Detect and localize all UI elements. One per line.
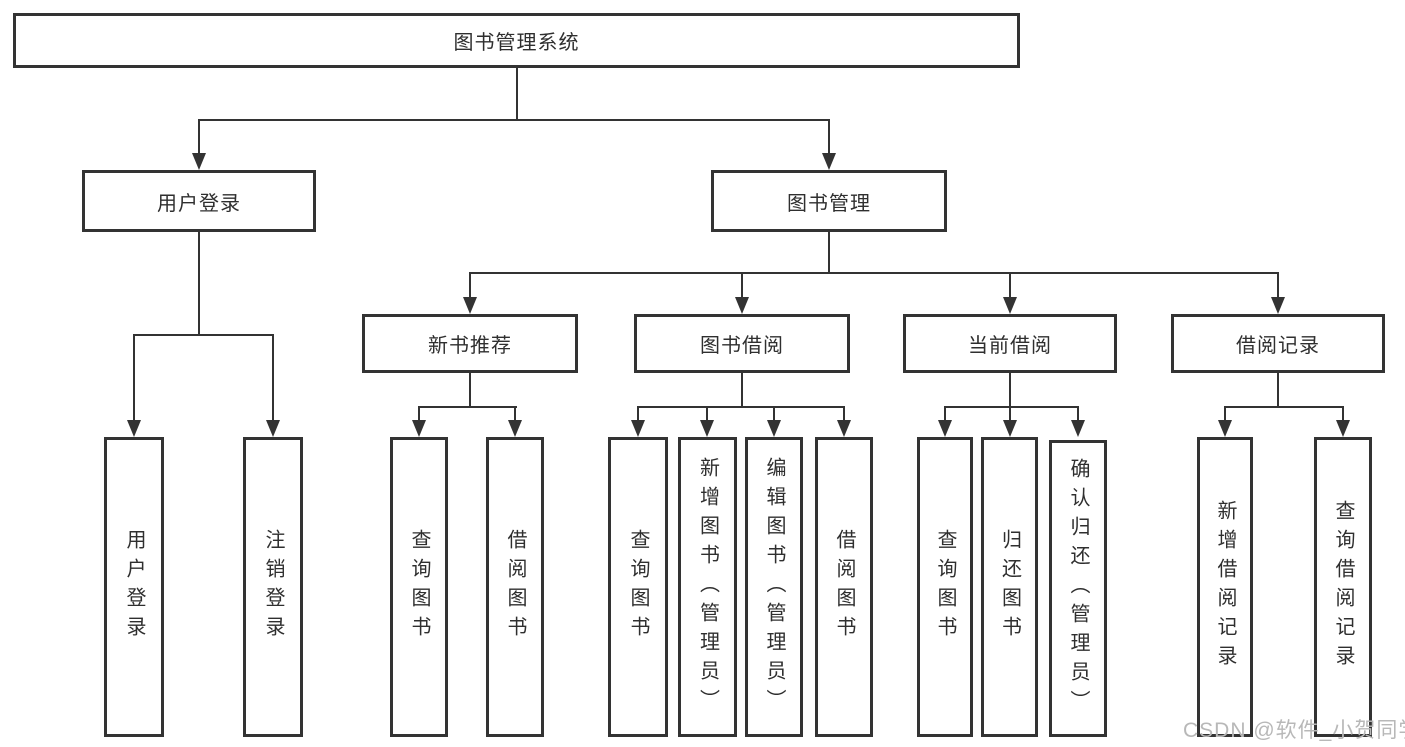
arrow-down-icon: [412, 420, 426, 437]
arrow-down-icon: [837, 420, 851, 437]
leaf-add-book-admin: 新增图书（管理员）: [678, 437, 737, 737]
connector-drop-leaf: [514, 406, 516, 422]
arrow-down-icon: [1071, 420, 1085, 437]
arrow-down-icon: [463, 297, 477, 314]
connector-user-login-stem: [198, 232, 200, 336]
leaf-query-book-current: 查询图书: [917, 437, 973, 737]
connector-drop-leaf: [773, 406, 775, 422]
connector-drop-leaf: [418, 406, 420, 422]
connector-current-borrow-stem: [1009, 373, 1011, 408]
arrow-down-icon: [1336, 420, 1350, 437]
connector-book-management-crossbar: [469, 272, 1279, 274]
connector-book-borrow-stem: [741, 373, 743, 408]
leaf-return-book: 归还图书: [981, 437, 1038, 737]
connector-drop-leaf: [1342, 406, 1344, 422]
connector-drop-leaf: [1009, 406, 1011, 422]
node-borrow-records: 借阅记录: [1171, 314, 1385, 373]
node-book-borrow: 图书借阅: [634, 314, 850, 373]
connector-drop-book-borrow: [741, 272, 743, 299]
arrow-down-icon: [1218, 420, 1232, 437]
connector-new-book-stem: [469, 373, 471, 408]
arrow-down-icon: [1271, 297, 1285, 314]
leaf-query-borrow-record: 查询借阅记录: [1314, 437, 1372, 737]
connector-drop-new-book: [469, 272, 471, 299]
leaf-query-book-recommend: 查询图书: [390, 437, 448, 737]
connector-drop-leaf: [133, 334, 135, 422]
leaf-logout: 注销登录: [243, 437, 303, 737]
connector-drop-user-login: [198, 119, 200, 155]
connector-drop-book-management: [828, 119, 830, 155]
connector-drop-current-borrow: [1009, 272, 1011, 299]
connector-new-book-crossbar: [418, 406, 517, 408]
connector-drop-leaf: [843, 406, 845, 422]
arrow-down-icon: [938, 420, 952, 437]
connector-current-borrow-crossbar: [944, 406, 1079, 408]
connector-drop-leaf: [944, 406, 946, 422]
csdn-watermark: CSDN @软件_小贺同学: [1183, 719, 1405, 742]
arrow-down-icon: [631, 420, 645, 437]
node-current-borrow: 当前借阅: [903, 314, 1117, 373]
arrow-down-icon: [1003, 297, 1017, 314]
arrow-down-icon: [700, 420, 714, 437]
arrow-down-icon: [822, 153, 836, 170]
leaf-user-login: 用户登录: [104, 437, 164, 737]
arrow-down-icon: [767, 420, 781, 437]
leaf-query-book-borrow: 查询图书: [608, 437, 668, 737]
node-user-login: 用户登录: [82, 170, 316, 232]
arrow-down-icon: [508, 420, 522, 437]
leaf-borrow-book: 借阅图书: [815, 437, 873, 737]
connector-book-borrow-crossbar: [637, 406, 845, 408]
connector-user-login-crossbar: [133, 334, 274, 336]
arrow-down-icon: [735, 297, 749, 314]
connector-root-stem: [516, 68, 518, 121]
connector-drop-leaf: [1224, 406, 1226, 422]
connector-root-crossbar: [198, 119, 830, 121]
connector-drop-borrow-records: [1277, 272, 1279, 299]
connector-borrow-records-crossbar: [1224, 406, 1344, 408]
connector-drop-leaf: [1077, 406, 1079, 422]
arrow-down-icon: [1003, 420, 1017, 437]
node-new-book-recommend: 新书推荐: [362, 314, 578, 373]
arrow-down-icon: [127, 420, 141, 437]
connector-drop-leaf: [706, 406, 708, 422]
connector-book-management-stem: [828, 232, 830, 274]
leaf-edit-book-admin: 编辑图书（管理员）: [745, 437, 803, 737]
leaf-borrow-book-recommend: 借阅图书: [486, 437, 544, 737]
leaf-confirm-return-admin: 确认归还（管理员）: [1049, 440, 1107, 737]
connector-borrow-records-stem: [1277, 373, 1279, 408]
arrow-down-icon: [192, 153, 206, 170]
node-book-management: 图书管理: [711, 170, 947, 232]
leaf-add-borrow-record: 新增借阅记录: [1197, 437, 1253, 737]
node-root: 图书管理系统: [13, 13, 1020, 68]
connector-drop-leaf: [637, 406, 639, 422]
connector-drop-leaf: [272, 334, 274, 422]
arrow-down-icon: [266, 420, 280, 437]
